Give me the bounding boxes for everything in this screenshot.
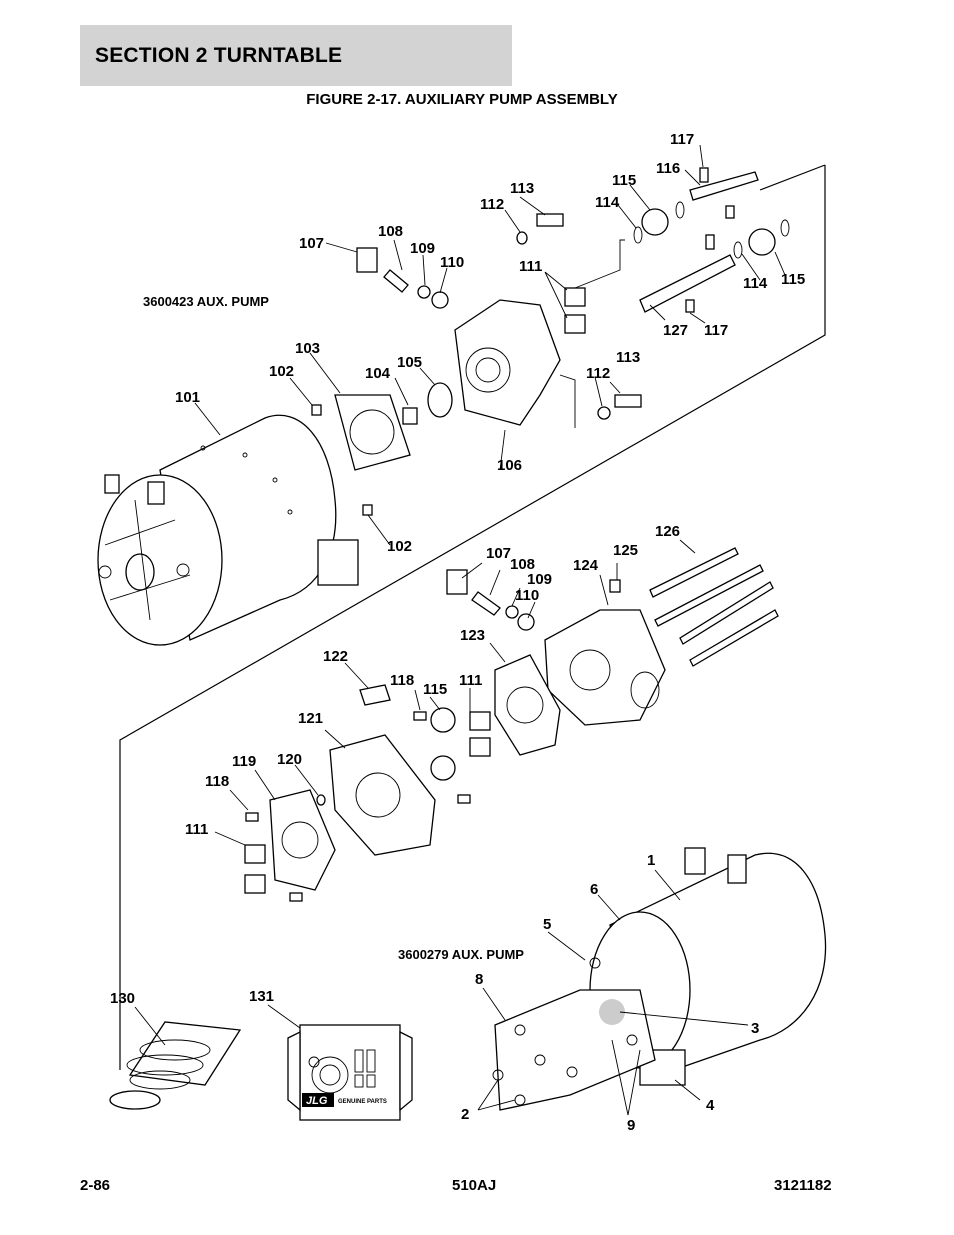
gasket-103 [311, 382, 453, 516]
callout-2: 2 [461, 1106, 469, 1123]
callout-118-top: 118 [390, 672, 414, 689]
callout-122: 122 [323, 648, 348, 665]
callout-101: 101 [175, 389, 200, 406]
callout-119: 119 [232, 753, 256, 770]
callout-121: 121 [298, 710, 323, 727]
callout-108-top: 108 [378, 223, 403, 240]
kit-genuine-parts-label: GENUINE PARTS [338, 1099, 387, 1105]
section-title: SECTION 2 TURNTABLE [95, 43, 343, 67]
callout-111-top: 111 [519, 258, 542, 275]
callout-114-top: 114 [595, 194, 620, 211]
callout-112-top: 112 [480, 196, 504, 213]
lower-pump-stack [244, 547, 779, 902]
callout-115-mid: 115 [781, 271, 805, 288]
callout-111-bottom: 111 [185, 821, 208, 838]
parts-kit-131: JLG GENUINE PARTS [287, 1024, 413, 1121]
footer-page-number: 2-86 [80, 1177, 111, 1194]
callout-118-bottom: 118 [205, 773, 229, 790]
callout-9: 9 [627, 1117, 635, 1134]
callout-120: 120 [277, 751, 302, 768]
seal-kit-130 [109, 1021, 242, 1110]
callout-107-top: 107 [299, 235, 324, 252]
callout-102-bottom: 102 [387, 538, 412, 555]
callout-112-mid: 112 [586, 365, 610, 382]
callout-127: 127 [663, 322, 688, 339]
callout-6: 6 [590, 881, 598, 898]
callout-110-top: 110 [440, 254, 464, 271]
callout-117-top: 117 [670, 131, 694, 148]
pump-body-106 [356, 213, 642, 428]
callout-125: 125 [613, 542, 638, 559]
callout-111-mid: 111 [459, 672, 482, 689]
callout-109-bottom: 109 [527, 571, 552, 588]
footer-model: 510AJ [452, 1177, 497, 1194]
callout-123: 123 [460, 627, 485, 644]
callout-124: 124 [573, 557, 599, 574]
gear-shafts-upper [574, 167, 790, 313]
upper-assembly-caption: 3600423 AUX. PUMP [143, 294, 269, 309]
callout-114-mid: 114 [743, 275, 768, 292]
callout-3: 3 [751, 1020, 759, 1037]
callout-126: 126 [655, 523, 680, 540]
assembled-pump-3600279 [492, 847, 827, 1111]
callout-131: 131 [249, 988, 274, 1005]
leader-lines [134, 144, 786, 1116]
callout-110-bottom: 110 [515, 587, 539, 604]
callout-117-mid: 117 [704, 322, 728, 339]
callout-104: 104 [365, 365, 391, 382]
callout-105: 105 [397, 354, 422, 371]
motor-101 [97, 414, 359, 646]
callout-4: 4 [706, 1097, 715, 1114]
callout-102-top: 102 [269, 363, 294, 380]
callout-107-bottom: 107 [486, 545, 511, 562]
callout-8: 8 [475, 971, 483, 988]
callout-5: 5 [543, 916, 551, 933]
callout-109-top: 109 [410, 240, 435, 257]
callout-116: 116 [656, 160, 680, 177]
callout-130: 130 [110, 990, 135, 1007]
section-header: SECTION 2 TURNTABLE [80, 25, 512, 86]
figure-title: FIGURE 2-17. AUXILIARY PUMP ASSEMBLY [306, 91, 618, 108]
footer-doc-number: 3121182 [774, 1177, 832, 1194]
callout-113-mid: 113 [616, 349, 640, 366]
lower-assembly-caption: 3600279 AUX. PUMP [398, 947, 524, 962]
callout-115-top: 115 [612, 172, 636, 189]
callout-113-top: 113 [510, 180, 534, 197]
callout-115-bottom: 115 [423, 681, 447, 698]
callout-1: 1 [647, 852, 655, 869]
kit-logo: JLG [306, 1095, 328, 1107]
callout-108-bottom: 108 [510, 556, 535, 573]
callout-103: 103 [295, 340, 320, 357]
callout-106: 106 [497, 457, 522, 474]
upper-assembly-boundary [119, 164, 826, 1070]
